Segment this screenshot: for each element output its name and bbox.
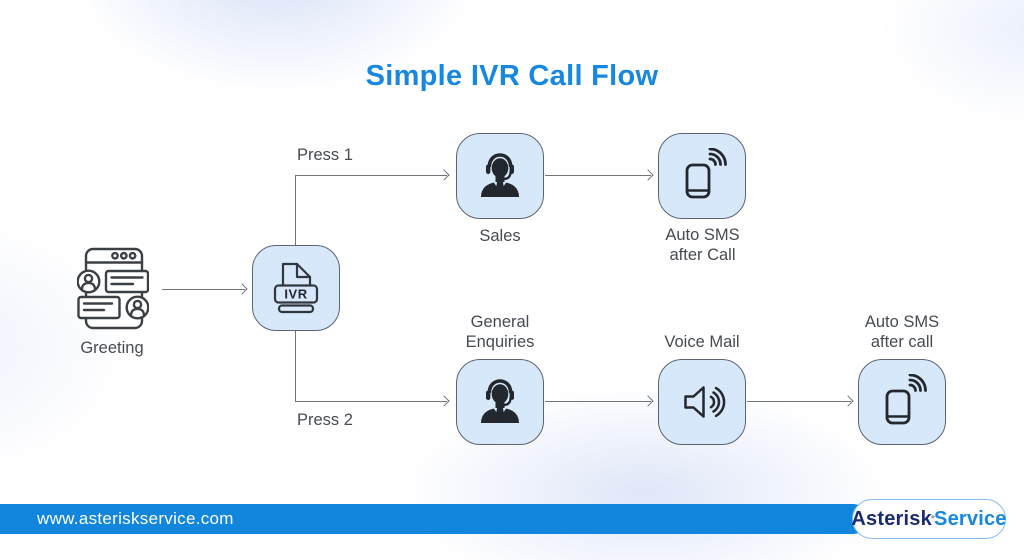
footer-bar: www.asteriskservice.com (0, 504, 868, 534)
greeting-label: Greeting (80, 339, 144, 357)
edge-press2-to-enquiries (295, 401, 447, 402)
logo-part-service: Service (934, 507, 1007, 530)
phone-sms-icon (685, 148, 727, 199)
chat-window-icon (77, 247, 149, 330)
speaker-icon (684, 386, 726, 418)
edge-ivr-down-stem (295, 331, 296, 402)
ivr-node: IVR (252, 245, 340, 331)
auto-sms-top-label: Auto SMS after Call (665, 226, 740, 264)
asterisk-service-logo: Asterisk*Service (851, 499, 1007, 539)
logo-asterisk-mark: * (930, 513, 936, 525)
voice-mail-node (658, 359, 746, 445)
sales-node (456, 133, 544, 219)
auto-sms-bottom-node (858, 359, 946, 445)
website-url: www.asteriskservice.com (37, 509, 234, 528)
ivr-document-icon: IVR (273, 262, 319, 314)
edge-voicemail-to-autosms (747, 401, 851, 402)
voice-mail-label: Voice Mail (664, 333, 740, 351)
logo-part-asterisk: Asterisk (851, 507, 932, 530)
edge-press1-to-sales (295, 175, 447, 176)
phone-sms-icon (885, 374, 927, 425)
support-agent-icon (481, 379, 519, 423)
press1-label: Press 1 (297, 146, 353, 164)
edge-ivr-up-stem (295, 176, 296, 245)
auto-sms-top-node (658, 133, 746, 219)
auto-sms-bottom-label: Auto SMS after call (864, 313, 940, 351)
general-enquiries-node (456, 359, 544, 445)
press2-label: Press 2 (297, 411, 353, 429)
general-enquiries-label: General Enquiries (465, 313, 535, 351)
ivr-text: IVR (284, 287, 307, 302)
edge-enquiries-to-voicemail (545, 401, 651, 402)
page-title: Simple IVR Call Flow (365, 60, 659, 92)
edge-greeting-to-ivr (162, 289, 245, 290)
support-agent-icon (481, 153, 519, 197)
sales-label: Sales (479, 227, 521, 245)
edge-sales-to-autosms (545, 175, 651, 176)
